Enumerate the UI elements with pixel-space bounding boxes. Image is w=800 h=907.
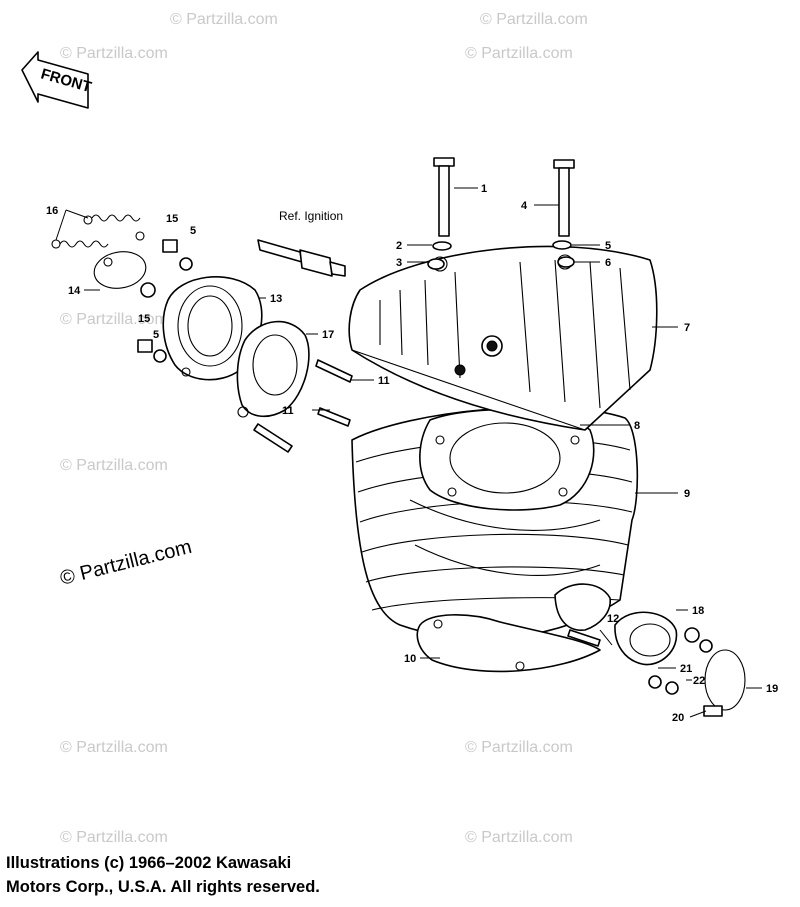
spark-plug (257, 239, 346, 277)
watermark: © Partzilla.com (170, 11, 278, 28)
callout-5: 5 (605, 240, 611, 252)
copyright-line-1: Illustrations (c) 1966–2002 Kawasaki (6, 854, 292, 872)
exhaust-gasket-ring (93, 251, 147, 289)
callout-10: 10 (404, 653, 416, 665)
intake-nuts (648, 627, 713, 695)
callout-16: 16 (46, 205, 58, 217)
watermark: © Partzilla.com (60, 739, 168, 756)
exhaust-flange-gasket (236, 320, 310, 418)
callout-21: 21 (680, 663, 692, 675)
watermark: © Partzilla.com (465, 739, 573, 756)
exhaust-springs (51, 214, 145, 267)
callout-14: 14 (68, 285, 81, 297)
callout-19: 19 (766, 683, 778, 695)
intake-manifold (554, 583, 678, 666)
head-bolt-right (553, 159, 575, 237)
callout-labels: 1 4 2 3 5 6 7 8 9 10 11 11 12 13 14 15 5… (46, 183, 778, 724)
callout-6: 6 (605, 257, 611, 269)
callout-5: 5 (153, 329, 159, 341)
callout-4: 4 (521, 200, 528, 212)
watermark: © Partzilla.com (60, 829, 168, 846)
callout-17: 17 (322, 329, 334, 341)
watermark: © Partzilla.com (60, 311, 168, 328)
callout-2: 2 (396, 240, 402, 252)
front-direction-arrow: FRONT (21, 51, 93, 109)
watermark: © Partzilla.com (60, 45, 168, 62)
exhaust-nuts (137, 239, 193, 363)
watermark: © Partzilla.com (465, 45, 573, 62)
callout-18: 18 (692, 605, 704, 617)
callout-11: 11 (282, 405, 294, 417)
callout-20: 20 (672, 712, 684, 724)
callout-15: 15 (138, 313, 150, 325)
callout-13: 13 (270, 293, 282, 305)
watermark-main: © Partzilla.com (58, 536, 194, 590)
callout-5: 5 (190, 225, 196, 237)
callout-11: 11 (378, 375, 390, 387)
callout-9: 9 (684, 488, 690, 500)
watermark: © Partzilla.com (480, 11, 588, 28)
leader-lines (55, 187, 762, 718)
hose-clamp (703, 649, 746, 717)
callout-12: 12 (607, 613, 619, 625)
callout-1: 1 (481, 183, 487, 195)
studs (253, 359, 353, 453)
callout-3: 3 (396, 257, 402, 269)
cylinder-head (348, 245, 658, 431)
copyright-line-2: Motors Corp., U.S.A. All rights reserved… (6, 878, 320, 896)
callout-15: 15 (166, 213, 178, 225)
callout-8: 8 (634, 420, 640, 432)
watermark: © Partzilla.com (465, 829, 573, 846)
callout-22: 22 (693, 675, 705, 687)
copyright-notice: Illustrations (c) 1966–2002 Kawasaki Mot… (6, 851, 566, 899)
reference-ignition-label: Ref. Ignition (279, 209, 343, 223)
head-bolt-left (433, 157, 455, 237)
watermark: © Partzilla.com (60, 457, 168, 474)
callout-7: 7 (684, 322, 690, 334)
